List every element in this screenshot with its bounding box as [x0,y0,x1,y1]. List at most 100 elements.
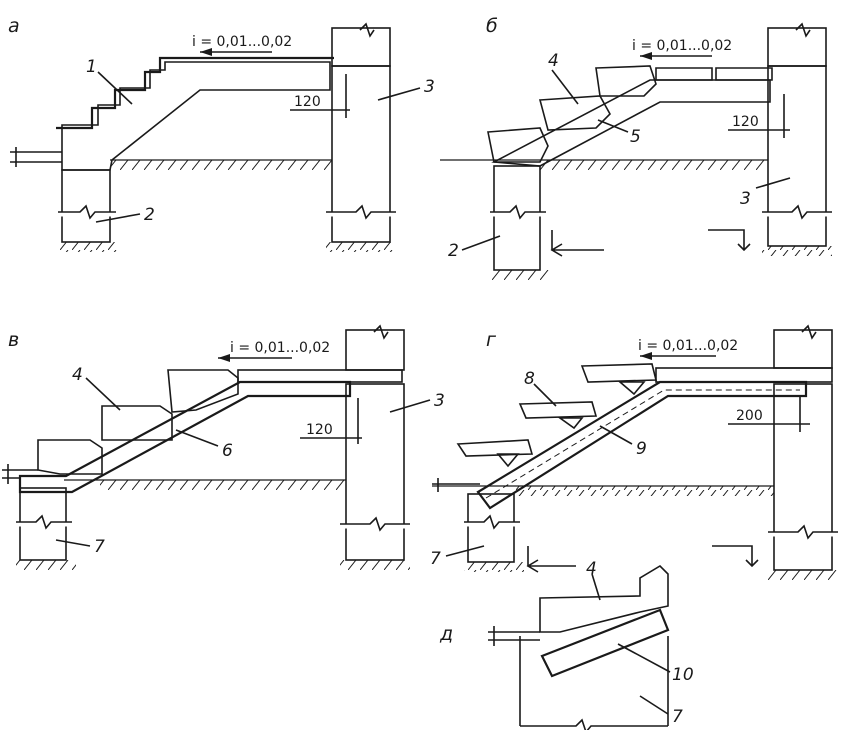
section-mark-right [708,229,751,252]
break-symbol-top [795,22,811,38]
label-2: 2 [448,241,459,261]
leader-2 [95,213,141,223]
leader-3 [389,399,431,413]
ground-hatch [100,480,346,490]
section-mark-left [550,230,604,257]
slope-label: i = 0,01...0,02 [192,34,292,50]
ground-hatch-left [490,270,550,280]
step-support [557,417,584,430]
slope-label: i = 0,01...0,02 [230,340,330,356]
break-symbol-top [359,22,375,38]
label-4: 4 [72,365,83,385]
step-support [496,453,520,468]
foundation-post [519,636,669,726]
label-3: 3 [740,189,751,209]
break-symbol [464,514,520,530]
leader-3 [377,87,421,101]
label-1: 1 [86,57,97,77]
entry-platform [10,147,62,167]
step-block [167,369,239,413]
ground-hatch-left [16,560,76,570]
wall-upper [331,27,391,67]
break-symbol [490,204,546,220]
ground-hatch-right [340,560,410,570]
label-2: 2 [144,205,155,225]
section-mark-right [712,545,759,568]
leader-4 [85,377,121,411]
wall-right [767,65,827,247]
landing-slab [655,67,713,81]
leader-8 [533,383,557,407]
leader-1 [97,71,133,105]
slope-label: i = 0,01...0,02 [632,38,732,54]
covering-line [56,56,334,130]
leader-4 [591,573,601,601]
step-block [539,564,669,633]
break-symbol [768,524,838,540]
break-symbol [16,514,72,530]
wall-upper [345,329,405,371]
break-symbol [340,516,410,532]
step-support [617,381,646,396]
label-7: 7 [672,707,683,727]
panel-d: д 4 10 7 [439,559,694,730]
leader-4 [551,69,579,105]
stair-mass [61,61,331,171]
ground-hatch-right [762,246,832,256]
landing-slab [715,67,773,81]
foundation-left [493,165,541,271]
step-block [37,439,103,475]
ground-hatch [110,160,332,170]
inclined-base-5 [491,79,771,167]
panel-letter: в [8,329,19,351]
arrow-head [640,352,652,360]
ground-hatch [516,486,774,496]
wall-upper [773,329,833,369]
leader-6 [175,429,219,447]
break-symbol [58,204,116,220]
step-block [101,405,173,441]
step-block [487,127,549,163]
break-symbol-top [373,324,389,340]
leader-7 [55,539,91,547]
stringer-6 [18,380,352,494]
label-4: 4 [548,51,559,71]
ground-hatch-left [58,242,118,252]
wall-right [773,383,833,571]
wall-upper [767,27,827,67]
label-9: 9 [636,439,647,459]
label-8: 8 [524,369,535,389]
label-3: 3 [434,391,445,411]
dimension-label: 120 [294,94,321,110]
section-mark-left [526,546,576,573]
entry-platform [488,626,540,646]
foundation-post [467,493,515,563]
break-symbol [326,204,396,220]
step-slab [580,363,658,383]
break-symbol [520,718,668,730]
entry-platform [2,464,38,484]
dimension-label: 120 [306,422,333,438]
panel-g: г i = 0,01...0,02 [430,324,838,580]
label-7: 7 [430,549,441,569]
arrow-head [218,354,230,362]
ground-hatch-right [768,570,838,580]
step-block [538,95,611,131]
leader-9 [599,425,633,445]
leader-7 [639,695,669,715]
panel-a: а i = 0,01...0,02 120 1 2 [8,15,435,252]
dimension-label: 120 [732,114,759,130]
arrow-head [640,52,652,60]
leader-5 [597,119,629,133]
step-slab [456,439,534,457]
label-4: 4 [586,559,597,579]
break-symbol-top [801,324,817,340]
beam-10 [540,608,670,678]
landing-slab [655,367,833,383]
leader-7 [445,545,485,557]
panel-letter: б [486,15,498,37]
arrow-head [200,48,212,56]
panel-v: в i = 0,01...0,02 120 4 6 [2,324,445,570]
leader-2 [461,235,501,251]
